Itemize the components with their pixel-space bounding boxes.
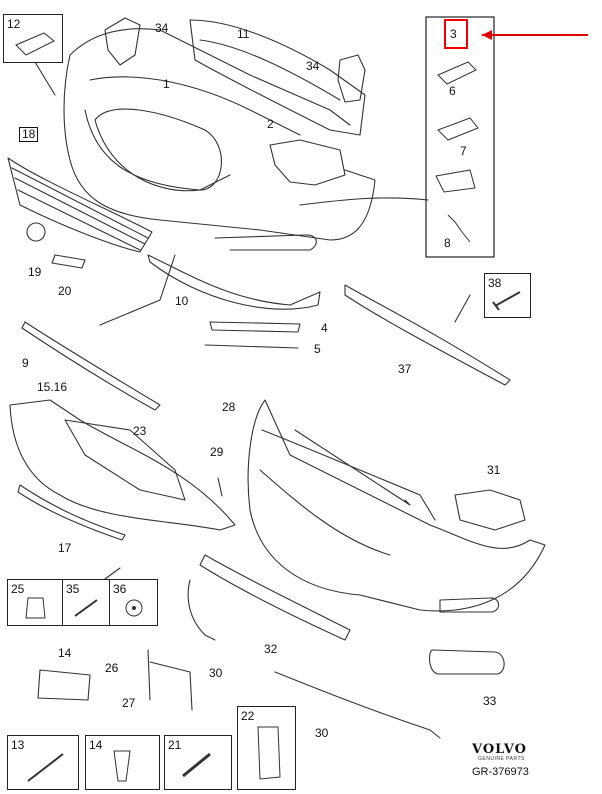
callout-9: 9 bbox=[22, 356, 29, 370]
box-14: 14 bbox=[85, 735, 160, 790]
callout-10: 10 bbox=[175, 294, 189, 308]
grille bbox=[7, 157, 153, 253]
box-13: 13 bbox=[7, 735, 79, 790]
callout-30b: 30 bbox=[315, 726, 329, 740]
box-12-label: 12 bbox=[7, 17, 21, 31]
emblem bbox=[26, 222, 46, 242]
callout-28: 28 bbox=[222, 400, 236, 414]
strip-4 bbox=[209, 321, 301, 333]
clip-14-drawing bbox=[113, 750, 131, 782]
callout-11: 11 bbox=[237, 27, 250, 41]
callout-33: 33 bbox=[483, 694, 497, 708]
rivet-13-drawing bbox=[27, 753, 64, 782]
cover-23 bbox=[64, 419, 186, 501]
box-13-label: 13 bbox=[11, 738, 25, 752]
strip-5 bbox=[204, 344, 299, 349]
clip-22-drawing bbox=[257, 726, 281, 780]
bracket-26 bbox=[147, 649, 193, 711]
grille-37 bbox=[344, 284, 511, 386]
callout-26: 26 bbox=[105, 661, 119, 675]
callout-4: 4 bbox=[321, 321, 328, 335]
cap-12-drawing bbox=[15, 32, 55, 56]
highlight-box bbox=[444, 19, 468, 49]
box-22-label: 22 bbox=[241, 709, 255, 723]
callout-15-16: 15.16 bbox=[37, 380, 68, 394]
box-35-label: 35 bbox=[66, 582, 80, 596]
mesh-32 bbox=[199, 554, 351, 641]
cap-6 bbox=[437, 61, 477, 85]
bolt-21-drawing bbox=[182, 752, 211, 778]
box-38-label: 38 bbox=[488, 276, 502, 290]
callout-30a: 30 bbox=[209, 666, 223, 680]
clip-25-drawing bbox=[25, 597, 46, 619]
brand-logo: VOLVO bbox=[472, 742, 527, 757]
box-35: 35 bbox=[62, 579, 111, 626]
box-12: 12 bbox=[3, 14, 63, 63]
screw-38-drawing bbox=[492, 291, 521, 311]
lower-cover bbox=[9, 399, 236, 531]
callout-37: 37 bbox=[398, 362, 412, 376]
screw-35-drawing bbox=[74, 599, 98, 617]
box-22: 22 bbox=[237, 706, 296, 790]
callout-19: 19 bbox=[28, 265, 42, 279]
strip-9 bbox=[21, 321, 161, 411]
box-36-label: 36 bbox=[113, 582, 127, 596]
callout-31: 31 bbox=[487, 463, 501, 477]
callout-6: 6 bbox=[449, 84, 456, 98]
brand-sub: GENUINE PARTS bbox=[478, 756, 525, 762]
callout-18: 18 bbox=[19, 127, 39, 142]
bracket-7 bbox=[435, 169, 476, 193]
washer-36-drawing bbox=[125, 599, 143, 617]
callout-27: 27 bbox=[122, 696, 136, 710]
bumper-cover-upper bbox=[63, 28, 376, 241]
callout-20: 20 bbox=[58, 284, 72, 298]
cover-7 bbox=[437, 117, 479, 141]
callout-7: 7 bbox=[460, 144, 467, 158]
part-20 bbox=[51, 254, 86, 269]
trim-strip-10 bbox=[147, 254, 321, 310]
fog-frame-33 bbox=[428, 649, 505, 675]
box-25: 25 bbox=[7, 579, 64, 626]
callout-34b: 34 bbox=[306, 59, 320, 73]
box-21: 21 bbox=[164, 735, 232, 790]
absorber-beam bbox=[189, 19, 366, 136]
box-38: 38 bbox=[484, 273, 531, 318]
box-21-label: 21 bbox=[168, 738, 182, 752]
part-14 bbox=[37, 669, 91, 701]
callout-14-top: 14 bbox=[58, 646, 72, 660]
strip-17 bbox=[17, 484, 126, 541]
box-14-label: 14 bbox=[89, 738, 103, 752]
box-25-label: 25 bbox=[11, 582, 25, 596]
box-36: 36 bbox=[109, 579, 158, 626]
bracket-2 bbox=[269, 139, 346, 186]
reference-number: GR-376973 bbox=[472, 766, 529, 778]
bracket-34a bbox=[104, 17, 141, 66]
callout-5: 5 bbox=[314, 342, 321, 356]
strip-30a bbox=[187, 579, 216, 641]
callout-23: 23 bbox=[133, 424, 147, 438]
callout-29: 29 bbox=[210, 445, 224, 459]
callout-3: 3 bbox=[450, 27, 457, 41]
bumper-cover-lower bbox=[247, 399, 546, 612]
callout-8: 8 bbox=[444, 236, 451, 250]
bracket-34b bbox=[337, 54, 366, 103]
wire-8 bbox=[447, 214, 471, 243]
callout-17: 17 bbox=[58, 541, 72, 555]
bracket-31 bbox=[454, 489, 526, 531]
inset-frame bbox=[425, 16, 495, 258]
strip-30b bbox=[274, 671, 441, 739]
callout-32: 32 bbox=[264, 642, 278, 656]
callout-1: 1 bbox=[163, 77, 170, 91]
callout-2: 2 bbox=[267, 117, 274, 131]
callout-34a: 34 bbox=[155, 21, 169, 35]
